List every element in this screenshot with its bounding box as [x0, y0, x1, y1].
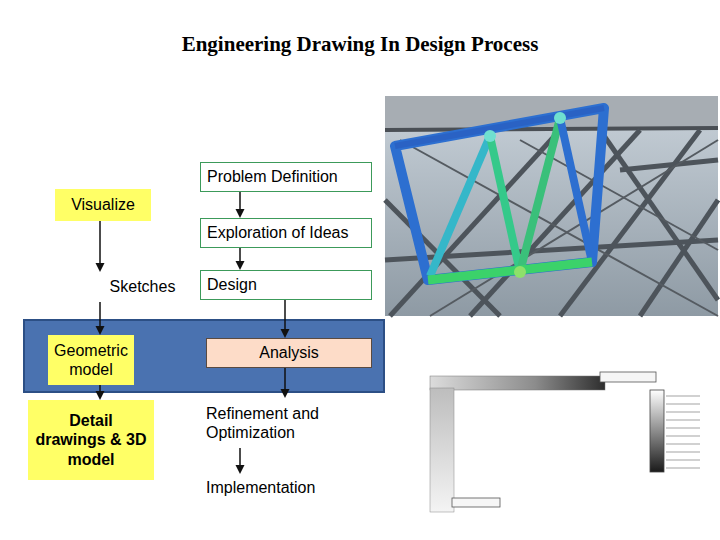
arrow-head	[236, 465, 245, 474]
node-label: Problem Definition	[207, 167, 365, 186]
flow-arrow	[236, 448, 245, 474]
node-text: Detail drawings & 3D model	[32, 411, 150, 469]
color-scale-bar	[650, 390, 664, 472]
model-box: Detail drawings & 3D model	[28, 400, 154, 480]
arrow-line	[284, 368, 286, 390]
process-step: Implementation	[200, 474, 372, 502]
flow-arrow	[236, 248, 245, 270]
node-text: Implementation	[206, 478, 366, 497]
node-label: Visualize	[59, 195, 147, 214]
node-text: Geometric model	[52, 341, 130, 379]
highlight-band	[24, 320, 384, 392]
arrow-head	[96, 263, 105, 272]
flow-arrow	[96, 302, 105, 335]
visualize-box: Visualize	[55, 189, 151, 221]
process-box: Problem Definition	[200, 162, 372, 192]
node-text: Analysis	[213, 343, 365, 362]
arrow-line	[239, 192, 241, 210]
arrow-line	[284, 300, 286, 330]
fea-beam-plot	[430, 372, 700, 512]
analysis-box: Analysis	[206, 338, 372, 368]
arrow-line	[239, 448, 241, 466]
beam-flange	[430, 376, 605, 390]
flow-arrow	[96, 385, 105, 400]
node-text: Sketches	[99, 277, 186, 296]
min-marker-box	[452, 498, 500, 507]
arrow-line	[99, 302, 101, 327]
node-label: Detail drawings & 3D model	[32, 411, 150, 469]
step-label: Sketches	[95, 272, 190, 302]
node-text: Refinement and Optimization	[206, 404, 366, 442]
flow-arrow	[236, 192, 245, 218]
node-text: Exploration of Ideas	[207, 223, 365, 242]
flow-arrow	[281, 300, 290, 338]
fea-truss-overlay	[395, 108, 604, 280]
node-label: Sketches	[99, 277, 186, 296]
arrow-line	[239, 248, 241, 262]
process-box: Design	[200, 270, 372, 300]
arrow-head	[236, 209, 245, 218]
arrow-line	[99, 221, 101, 264]
flow-arrow	[96, 221, 105, 272]
node-text: Visualize	[59, 195, 147, 214]
process-box: Exploration of Ideas	[200, 218, 372, 248]
scale-ticks	[666, 396, 700, 468]
node-label: Design	[207, 275, 365, 294]
arrow-head	[281, 329, 290, 338]
diagram-title: Engineering Drawing In Design Process	[0, 32, 720, 57]
bridge-photo	[385, 96, 718, 316]
node-label: Analysis	[213, 343, 365, 362]
arrow-head	[96, 326, 105, 335]
node-label: Implementation	[206, 478, 366, 497]
process-step: Refinement and Optimization	[200, 398, 372, 448]
model-box: Geometric model	[48, 335, 134, 385]
node-text: Problem Definition	[207, 167, 365, 186]
arrow-head	[96, 391, 105, 400]
node-label: Refinement and Optimization	[206, 404, 366, 442]
arrow-head	[236, 261, 245, 270]
photo-background	[385, 96, 718, 316]
node-text: Design	[207, 275, 365, 294]
beam-web	[430, 388, 454, 512]
deck-girder	[385, 128, 718, 130]
flow-arrow	[281, 368, 290, 398]
node-label: Exploration of Ideas	[207, 223, 365, 242]
arrow-line	[99, 385, 101, 392]
node-label: Geometric model	[52, 341, 130, 379]
max-marker-box	[600, 372, 656, 382]
arrow-head	[281, 389, 290, 398]
